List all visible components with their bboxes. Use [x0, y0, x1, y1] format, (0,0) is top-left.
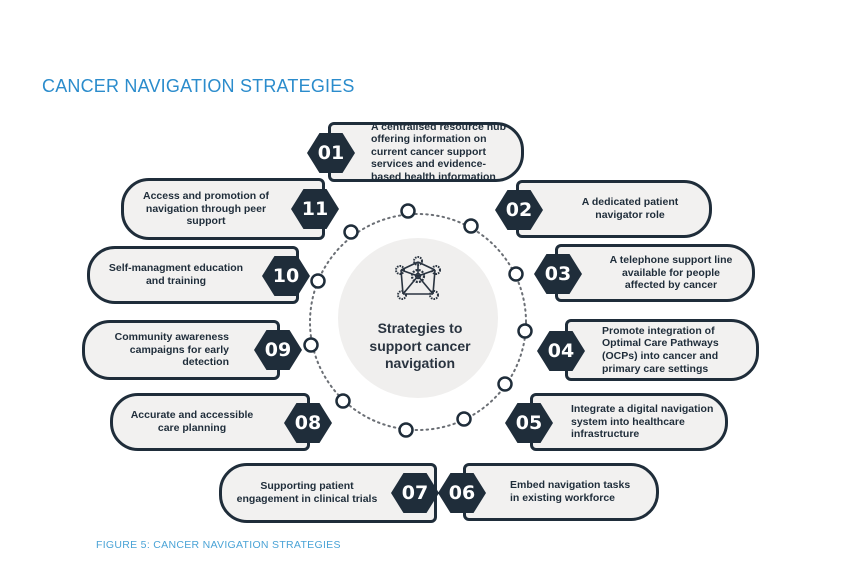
strategy-text: Community awareness campaigns for early …: [114, 331, 229, 369]
strategy-text: Embed navigation tasks in existing workf…: [510, 479, 631, 504]
strategy-pill-06: Embed navigation tasks in existing workf…: [463, 463, 659, 521]
center-disc: [338, 238, 498, 398]
strategy-text: Supporting patient engagement in clinica…: [236, 480, 378, 505]
strategy-text: Self-managment education and training: [108, 262, 244, 287]
strategy-text: Integrate a digital navigation system in…: [571, 403, 714, 441]
strategy-pill-09: Community awareness campaigns for early …: [82, 320, 280, 380]
ring-node: [400, 203, 416, 219]
dotted-ring: [309, 213, 527, 431]
strategy-text: Access and promotion of navigation throu…: [142, 190, 269, 228]
ring-node: [343, 224, 359, 240]
strategy-pill-08: Accurate and accessible care planning: [110, 393, 310, 451]
ring-node: [463, 218, 479, 234]
strategy-text: Promote integration of Optimal Care Path…: [602, 324, 719, 375]
strategy-text: A telephone support line available for p…: [609, 254, 733, 292]
center-label: Strategies to support cancer navigation: [369, 320, 471, 371]
network-gears-icon: [395, 256, 441, 300]
ring-nodes: [303, 203, 533, 438]
ring-node: [508, 266, 524, 282]
strategy-text: Accurate and accessible care planning: [130, 409, 254, 434]
ring-node: [497, 376, 513, 392]
strategy-text: A dedicated patient navigator role: [581, 196, 679, 221]
ring-node: [310, 273, 326, 289]
strategy-pill-05: Integrate a digital navigation system in…: [530, 393, 728, 451]
strategy-pill-04: Promote integration of Optimal Care Path…: [565, 319, 759, 381]
ring-node: [398, 422, 414, 438]
ring-node: [335, 393, 351, 409]
ring-node: [517, 323, 533, 339]
strategy-pill-02: A dedicated patient navigator role: [516, 180, 712, 238]
strategy-text: A centralised resource hub offering info…: [371, 120, 506, 183]
strategy-pill-01: A centralised resource hub offering info…: [328, 120, 524, 183]
page-title: CANCER NAVIGATION STRATEGIES: [42, 76, 355, 96]
strategy-pill-03: A telephone support line available for p…: [555, 244, 755, 302]
figure-caption: FIGURE 5: CANCER NAVIGATION STRATEGIES: [96, 539, 341, 551]
ring-node: [456, 411, 472, 427]
ring-node: [303, 337, 319, 353]
